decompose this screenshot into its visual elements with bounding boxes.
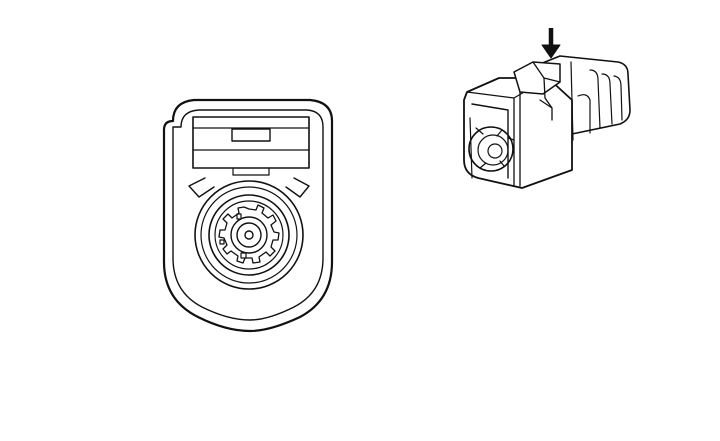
latch-slot (231, 128, 271, 142)
center-pin (244, 230, 254, 240)
iso-socket-pin (487, 143, 503, 159)
down-arrow-icon (541, 28, 561, 59)
front-housing-inner (172, 109, 324, 321)
latch (192, 116, 310, 176)
connector-isometric-view (463, 55, 631, 189)
front-housing-outer (162, 98, 334, 333)
right-tab (285, 177, 310, 198)
iso-socket-outer (468, 126, 514, 172)
left-tab (188, 177, 215, 198)
connector-front-view (162, 98, 334, 333)
front-body (463, 77, 573, 189)
socket (194, 180, 304, 290)
